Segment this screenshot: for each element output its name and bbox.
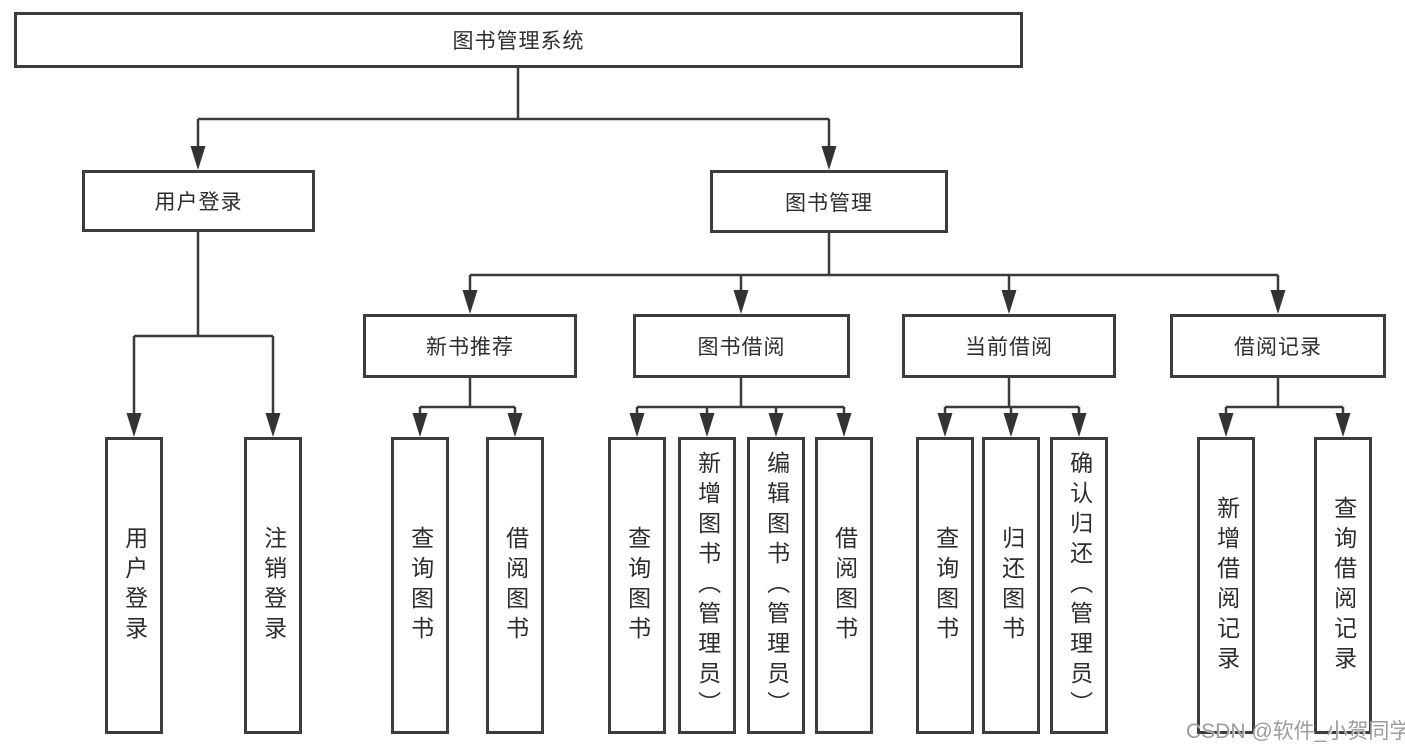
node-label: 新书推荐 [426, 336, 514, 359]
leaf-label: 用户登录 [121, 525, 148, 646]
leaf-return-book: 归还图书 [982, 437, 1040, 734]
node-label: 当前借阅 [965, 336, 1053, 359]
leaf-edit-book-admin: 编辑图书（管理员） [747, 437, 805, 734]
leaf-borrow-book: 借阅图书 [815, 437, 873, 734]
leaf-add-book-admin: 新增图书（管理员） [678, 437, 736, 734]
node-label: 用户登录 [154, 191, 243, 214]
leaf-query-borrow-record: 查询借阅记录 [1314, 437, 1372, 734]
leaf-label: 新增借阅记录 [1213, 495, 1240, 676]
node-label: 图书管理 [785, 191, 873, 215]
node-label: 图书借阅 [697, 336, 786, 359]
leaf-query-book-borrow: 查询图书 [608, 437, 666, 734]
node-book-management: 图书管理 [710, 170, 948, 233]
leaf-label: 归还图书 [998, 525, 1025, 646]
node-current-borrow: 当前借阅 [902, 314, 1116, 378]
leaf-logout: 注销登录 [244, 437, 302, 734]
node-book-borrow: 图书借阅 [633, 314, 850, 378]
node-new-book-recommend: 新书推荐 [363, 314, 577, 378]
node-borrow-record: 借阅记录 [1170, 314, 1386, 378]
leaf-user-login: 用户登录 [105, 437, 163, 734]
leaf-label: 新增图书（管理员） [694, 450, 721, 721]
leaf-label: 查询图书 [407, 525, 434, 646]
node-user-login: 用户登录 [82, 170, 315, 232]
leaf-borrow-book-recommend: 借阅图书 [486, 437, 544, 734]
leaf-query-book-current: 查询图书 [916, 437, 974, 734]
node-root-library-system: 图书管理系统 [14, 12, 1023, 68]
leaf-label: 查询图书 [932, 525, 959, 646]
leaf-add-borrow-record: 新增借阅记录 [1197, 437, 1255, 734]
leaf-label: 注销登录 [260, 525, 287, 646]
leaf-label: 查询借阅记录 [1330, 495, 1357, 676]
node-label: 图书管理系统 [452, 30, 585, 53]
leaf-confirm-return-admin: 确认归还（管理员） [1050, 437, 1108, 734]
node-label: 借阅记录 [1234, 336, 1322, 359]
leaf-label: 借阅图书 [831, 525, 858, 646]
leaf-query-book-recommend: 查询图书 [391, 437, 449, 734]
leaf-label: 查询图书 [624, 525, 651, 646]
leaf-label: 借阅图书 [502, 525, 529, 646]
csdn-watermark: CSDN @软件_小贺同学 [1186, 720, 1405, 743]
leaf-label: 编辑图书（管理员） [763, 450, 790, 721]
leaf-label: 确认归还（管理员） [1066, 450, 1093, 721]
